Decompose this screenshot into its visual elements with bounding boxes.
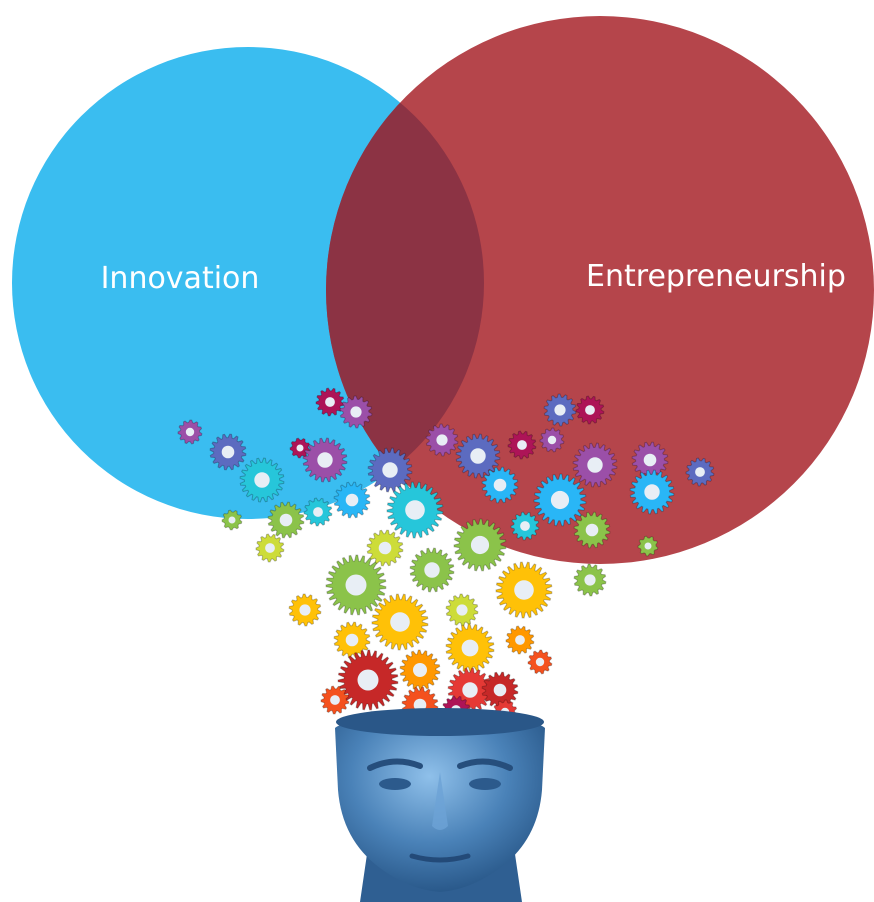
gear-hub: [350, 406, 362, 418]
entrepreneurship-label: Entrepreneurship: [586, 259, 846, 294]
gear-hub: [520, 521, 530, 531]
gear-hub: [461, 639, 479, 657]
gear-hub: [345, 633, 359, 647]
gear-hub: [535, 657, 545, 667]
gear-hub: [345, 574, 367, 596]
entrepreneurship-circle: [326, 16, 874, 564]
gear-hub: [585, 523, 599, 537]
gear-hub: [515, 635, 525, 645]
gear-hub: [587, 457, 603, 473]
gear-hub: [470, 535, 490, 555]
gear-hub: [695, 467, 705, 477]
gear-hub: [390, 612, 410, 632]
gear-hub: [265, 543, 275, 553]
gear-hub: [330, 695, 340, 705]
gear-hub: [378, 541, 392, 555]
gear-hub: [462, 682, 478, 698]
gear-hub: [325, 397, 335, 407]
gear-hub: [547, 435, 557, 445]
gear-hub: [517, 440, 527, 450]
gear-hub: [413, 663, 427, 677]
gear-hub: [296, 444, 304, 452]
gear-hub: [456, 604, 468, 616]
gear-hub: [317, 452, 333, 468]
gear-hub: [644, 484, 660, 500]
gear-hub: [357, 669, 379, 691]
gear-hub: [413, 698, 427, 712]
gear-cluster: [177, 387, 715, 725]
gear-hub: [470, 448, 486, 464]
gear-hub: [436, 434, 448, 446]
gear-hub: [382, 462, 398, 478]
gear-hub: [584, 574, 596, 586]
head-illustration: [335, 708, 545, 902]
gear-hub: [643, 453, 657, 467]
gear-hub: [185, 427, 195, 437]
gear-hub: [228, 516, 236, 524]
gear-hub: [299, 604, 311, 616]
gear-hub: [279, 513, 293, 527]
gear-hub: [550, 490, 570, 510]
gear-hub: [313, 507, 323, 517]
gear-hub: [644, 542, 652, 550]
gear-hub: [345, 493, 359, 507]
gear-hub: [493, 478, 507, 492]
gear-hub: [424, 562, 440, 578]
gear-hub: [554, 404, 566, 416]
gear-hub: [405, 500, 425, 520]
gear-hub: [514, 580, 534, 600]
gear-hub: [585, 405, 595, 415]
gear-hub: [221, 445, 235, 459]
innovation-label: Innovation: [101, 261, 260, 296]
gear-hub: [493, 683, 507, 697]
gear-hub: [254, 472, 270, 488]
